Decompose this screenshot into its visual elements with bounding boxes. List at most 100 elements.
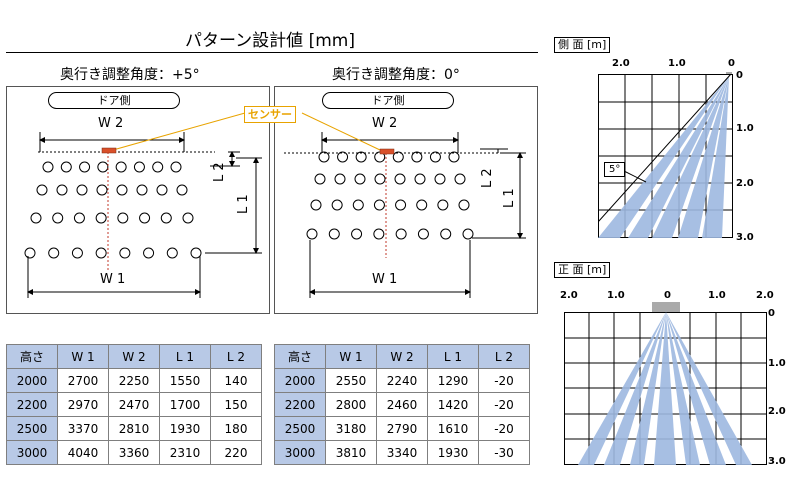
left-dimensions (27, 132, 262, 298)
front-y-tick: 0 (768, 308, 775, 319)
side-angle-line (598, 73, 732, 223)
table-row: 2500 3370 2810 1930 180 (6, 416, 262, 441)
table-row: 3000 3810 3340 1930 -30 (274, 440, 530, 465)
table-cell: 220 (210, 440, 262, 465)
detection-spot (374, 151, 386, 163)
front-beam (604, 312, 666, 465)
table-cell: 1290 (427, 368, 479, 393)
detection-spot (462, 228, 474, 240)
table-cell: 1930 (427, 440, 479, 465)
side-y-tick: 3.0 (736, 232, 754, 243)
front-y-tick: 3.0 (768, 456, 786, 467)
table-header: W 1 (57, 344, 109, 369)
detection-spot (95, 212, 107, 224)
side-view-diagram (598, 72, 733, 238)
detection-spot (182, 212, 194, 224)
table-cell: 3180 (325, 416, 377, 441)
table-header-row: 高さ W 1 W 2 L 1 L 2 (6, 344, 262, 369)
detection-spot (96, 184, 108, 196)
front-y-tick: 1.0 (768, 358, 786, 369)
detection-spot (136, 184, 148, 196)
detection-spot (52, 212, 64, 224)
side-beam (702, 76, 729, 238)
height-cell: 2200 (6, 392, 58, 417)
left-l1-label: L 1 (236, 194, 251, 214)
table-header: L 1 (159, 344, 211, 369)
detection-spot (331, 199, 343, 211)
detection-spot (152, 161, 164, 173)
front-view-diagram (564, 302, 767, 465)
table-header: 高さ (274, 344, 326, 369)
side-x-tick: 2.0 (612, 58, 630, 69)
left-detection-spots (24, 161, 202, 259)
side-x-tick: 0 (728, 58, 735, 69)
side-beam (628, 76, 729, 238)
table-row: 2500 3180 2790 1610 -20 (274, 416, 530, 441)
side-sensor (726, 72, 732, 74)
table-row: 2200 2800 2460 1420 -20 (274, 392, 530, 417)
detection-spot (24, 247, 36, 259)
table-cell: 2550 (325, 368, 377, 393)
left-spec-table: 高さ W 1 W 2 L 1 L 2 2000 2700 2250 1550 1… (6, 344, 262, 465)
detection-spot (434, 173, 446, 185)
detection-spot (374, 173, 386, 185)
detection-spot (354, 173, 366, 185)
front-y-tick: 2.0 (768, 406, 786, 417)
angle-leader (621, 169, 647, 183)
right-w2-label: W 2 (372, 116, 398, 131)
detection-spot (337, 151, 349, 163)
detection-spot (411, 151, 423, 163)
table-header: W 2 (108, 344, 160, 369)
table-header: L 2 (478, 344, 530, 369)
detection-spot (71, 247, 83, 259)
detection-spot (115, 161, 127, 173)
front-beam (666, 312, 700, 465)
front-beam (666, 312, 726, 465)
left-sensor-body (101, 147, 117, 154)
table-cell: 3340 (376, 440, 428, 465)
detection-spot (440, 228, 452, 240)
left-pattern-panel (6, 86, 270, 314)
table-cell: 4040 (57, 440, 109, 465)
detection-spot (395, 228, 407, 240)
detection-spot (166, 247, 178, 259)
front-beams (578, 312, 752, 465)
left-w1-label: W 1 (100, 272, 126, 287)
detection-spot (116, 184, 128, 196)
front-view-title: 正 面 [m] (554, 262, 611, 278)
right-w1-label: W 1 (372, 272, 398, 287)
height-cell: 2000 (274, 368, 326, 393)
table-cell: -20 (478, 368, 530, 393)
side-beam (678, 76, 729, 238)
side-x-tick: 1.0 (668, 58, 686, 69)
table-cell: 2970 (57, 392, 109, 417)
detection-spot (454, 173, 466, 185)
detection-spot (139, 212, 151, 224)
table-cell: -20 (478, 392, 530, 417)
height-cell: 2200 (274, 392, 326, 417)
table-row: 2000 2550 2240 1290 -20 (274, 368, 530, 393)
table-cell: 1550 (159, 368, 211, 393)
detection-spot (42, 161, 54, 173)
table-cell: 180 (210, 416, 262, 441)
detection-spot (306, 228, 318, 240)
side-y-tick: 1.0 (736, 123, 754, 134)
front-beam (578, 312, 666, 465)
detection-spot (448, 151, 460, 163)
detection-spot (351, 228, 363, 240)
left-door-label: ドア側 (48, 92, 180, 109)
table-cell: 1420 (427, 392, 479, 417)
side-view-title: 側 面 [m] (554, 37, 611, 53)
right-l1-label: L 1 (502, 188, 517, 208)
right-spec-table: 高さ W 1 W 2 L 1 L 2 2000 2550 2240 1290 -… (274, 344, 530, 465)
detection-spot (414, 173, 426, 185)
side-beam (652, 76, 729, 238)
table-cell: 1930 (159, 416, 211, 441)
front-x-tick: 0 (664, 290, 671, 301)
detection-spot (373, 228, 385, 240)
detection-spot (73, 212, 85, 224)
right-l2-label: L 2 (480, 168, 495, 188)
left-subtitle: 奥行き調整角度：+5° (60, 67, 200, 83)
detection-spot (392, 151, 404, 163)
right-detection-spots (306, 151, 474, 240)
